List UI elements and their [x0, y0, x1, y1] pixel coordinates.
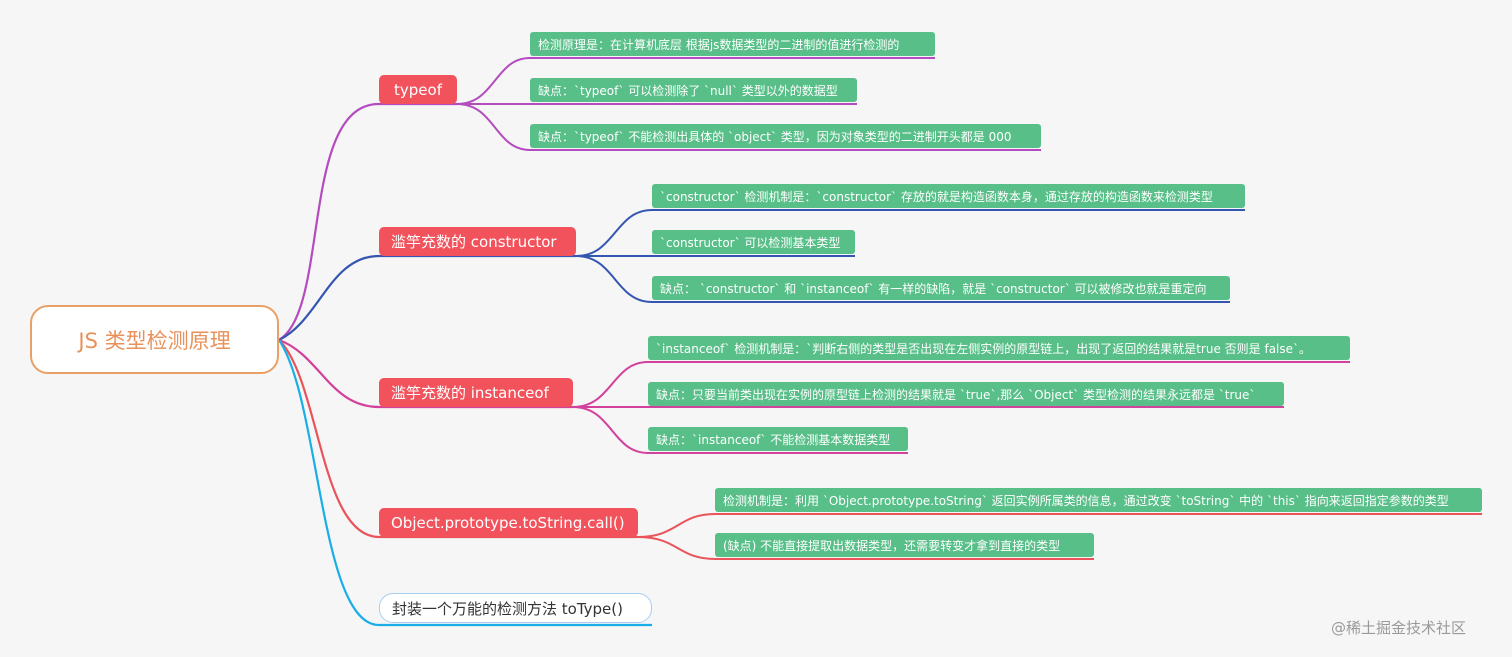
branch-typeof[interactable]: typeof	[379, 75, 457, 104]
leaf-label: `constructor` 检测机制是：`constructor` 存放的就是构…	[660, 189, 1213, 204]
leaf-label: `constructor` 可以检测基本类型	[660, 235, 841, 250]
leaf-tostring-mechanism[interactable]: 检测机制是：利用 `Object.prototype.toString` 返回实…	[715, 488, 1482, 512]
edge-tostring-leaf-1	[637, 513, 716, 538]
leaf-typeof-principle[interactable]: 检测原理是：在计算机底层 根据js数据类型的二进制的值进行检测的	[530, 32, 935, 56]
edge-constructor-leaf-3	[575, 255, 653, 303]
leaf-instanceof-mechanism[interactable]: `instanceof` 检测机制是：`判断右侧的类型是否出现在左侧实例的原型链…	[648, 336, 1350, 360]
leaf-label: 缺点： `constructor` 和 `instanceof` 有一样的缺陷，…	[660, 281, 1207, 296]
edge-root-instanceof	[278, 338, 380, 409]
leaf-label: 缺点：`typeof` 可以检测除了 `null` 类型以外的数据型	[538, 83, 838, 98]
leaf-instanceof-drawback-basic[interactable]: 缺点：`instanceof` 不能检测基本数据类型	[648, 427, 908, 451]
branch-label: 滥竽充数的 instanceof	[391, 384, 549, 402]
leaf-label: 缺点：`instanceof` 不能检测基本数据类型	[656, 432, 891, 447]
leaf-instanceof-drawback-prototype[interactable]: 缺点：只要当前类出现在实例的原型链上检测的结果就是 `true`,那么 `Obj…	[648, 382, 1284, 406]
edge-instanceof-leaf-3	[572, 406, 649, 454]
leaf-label: 缺点：`typeof` 不能检测出具体的 `object` 类型，因为对象类型的…	[538, 129, 1012, 144]
root-label: JS 类型检测原理	[78, 328, 231, 353]
leaf-constructor-drawback[interactable]: 缺点： `constructor` 和 `instanceof` 有一样的缺陷，…	[652, 276, 1230, 300]
edge-root-constructor	[278, 254, 380, 341]
branch-label: 封装一个万能的检测方法 toType()	[392, 599, 623, 618]
edge-constructor-leaf-1	[575, 209, 653, 257]
leaf-label: 缺点：只要当前类出现在实例的原型链上检测的结果就是 `true`,那么 `Obj…	[656, 387, 1256, 402]
edge-typeof-leaf-3	[456, 103, 531, 151]
branch-tostring[interactable]: Object.prototype.toString.call()	[379, 508, 638, 537]
branch-totype[interactable]: 封装一个万能的检测方法 toType()	[379, 593, 652, 623]
root-node[interactable]: JS 类型检测原理	[30, 305, 279, 374]
leaf-typeof-drawback-null[interactable]: 缺点：`typeof` 可以检测除了 `null` 类型以外的数据型	[530, 78, 857, 102]
leaf-typeof-drawback-object[interactable]: 缺点：`typeof` 不能检测出具体的 `object` 类型，因为对象类型的…	[530, 124, 1041, 148]
edge-root-tostring	[278, 339, 380, 539]
watermark: @稀土掘金技术社区	[1331, 619, 1467, 637]
branch-label: Object.prototype.toString.call()	[391, 513, 625, 532]
leaf-label: 检测原理是：在计算机底层 根据js数据类型的二进制的值进行检测的	[538, 37, 900, 52]
branch-constructor[interactable]: 滥竽充数的 constructor	[379, 227, 576, 256]
edge-root-totype	[278, 339, 380, 627]
leaf-constructor-mechanism[interactable]: `constructor` 检测机制是：`constructor` 存放的就是构…	[652, 184, 1245, 208]
leaf-label: `instanceof` 检测机制是：`判断右侧的类型是否出现在左侧实例的原型链…	[656, 341, 1312, 356]
branch-label: typeof	[394, 80, 442, 99]
edge-instanceof-leaf-1	[572, 361, 649, 408]
edge-typeof-leaf-1	[456, 57, 531, 105]
leaf-label: (缺点) 不能直接提取出数据类型，还需要转变才拿到直接的类型	[723, 538, 1061, 553]
leaf-constructor-basic[interactable]: `constructor` 可以检测基本类型	[652, 230, 855, 254]
leaf-tostring-drawback[interactable]: (缺点) 不能直接提取出数据类型，还需要转变才拿到直接的类型	[715, 533, 1094, 557]
branch-label: 滥竽充数的 constructor	[391, 233, 557, 251]
edge-root-typeof	[278, 102, 380, 341]
leaf-label: 检测机制是：利用 `Object.prototype.toString` 返回实…	[723, 493, 1449, 508]
edge-tostring-leaf-2	[637, 536, 716, 560]
branch-instanceof[interactable]: 滥竽充数的 instanceof	[379, 378, 573, 407]
